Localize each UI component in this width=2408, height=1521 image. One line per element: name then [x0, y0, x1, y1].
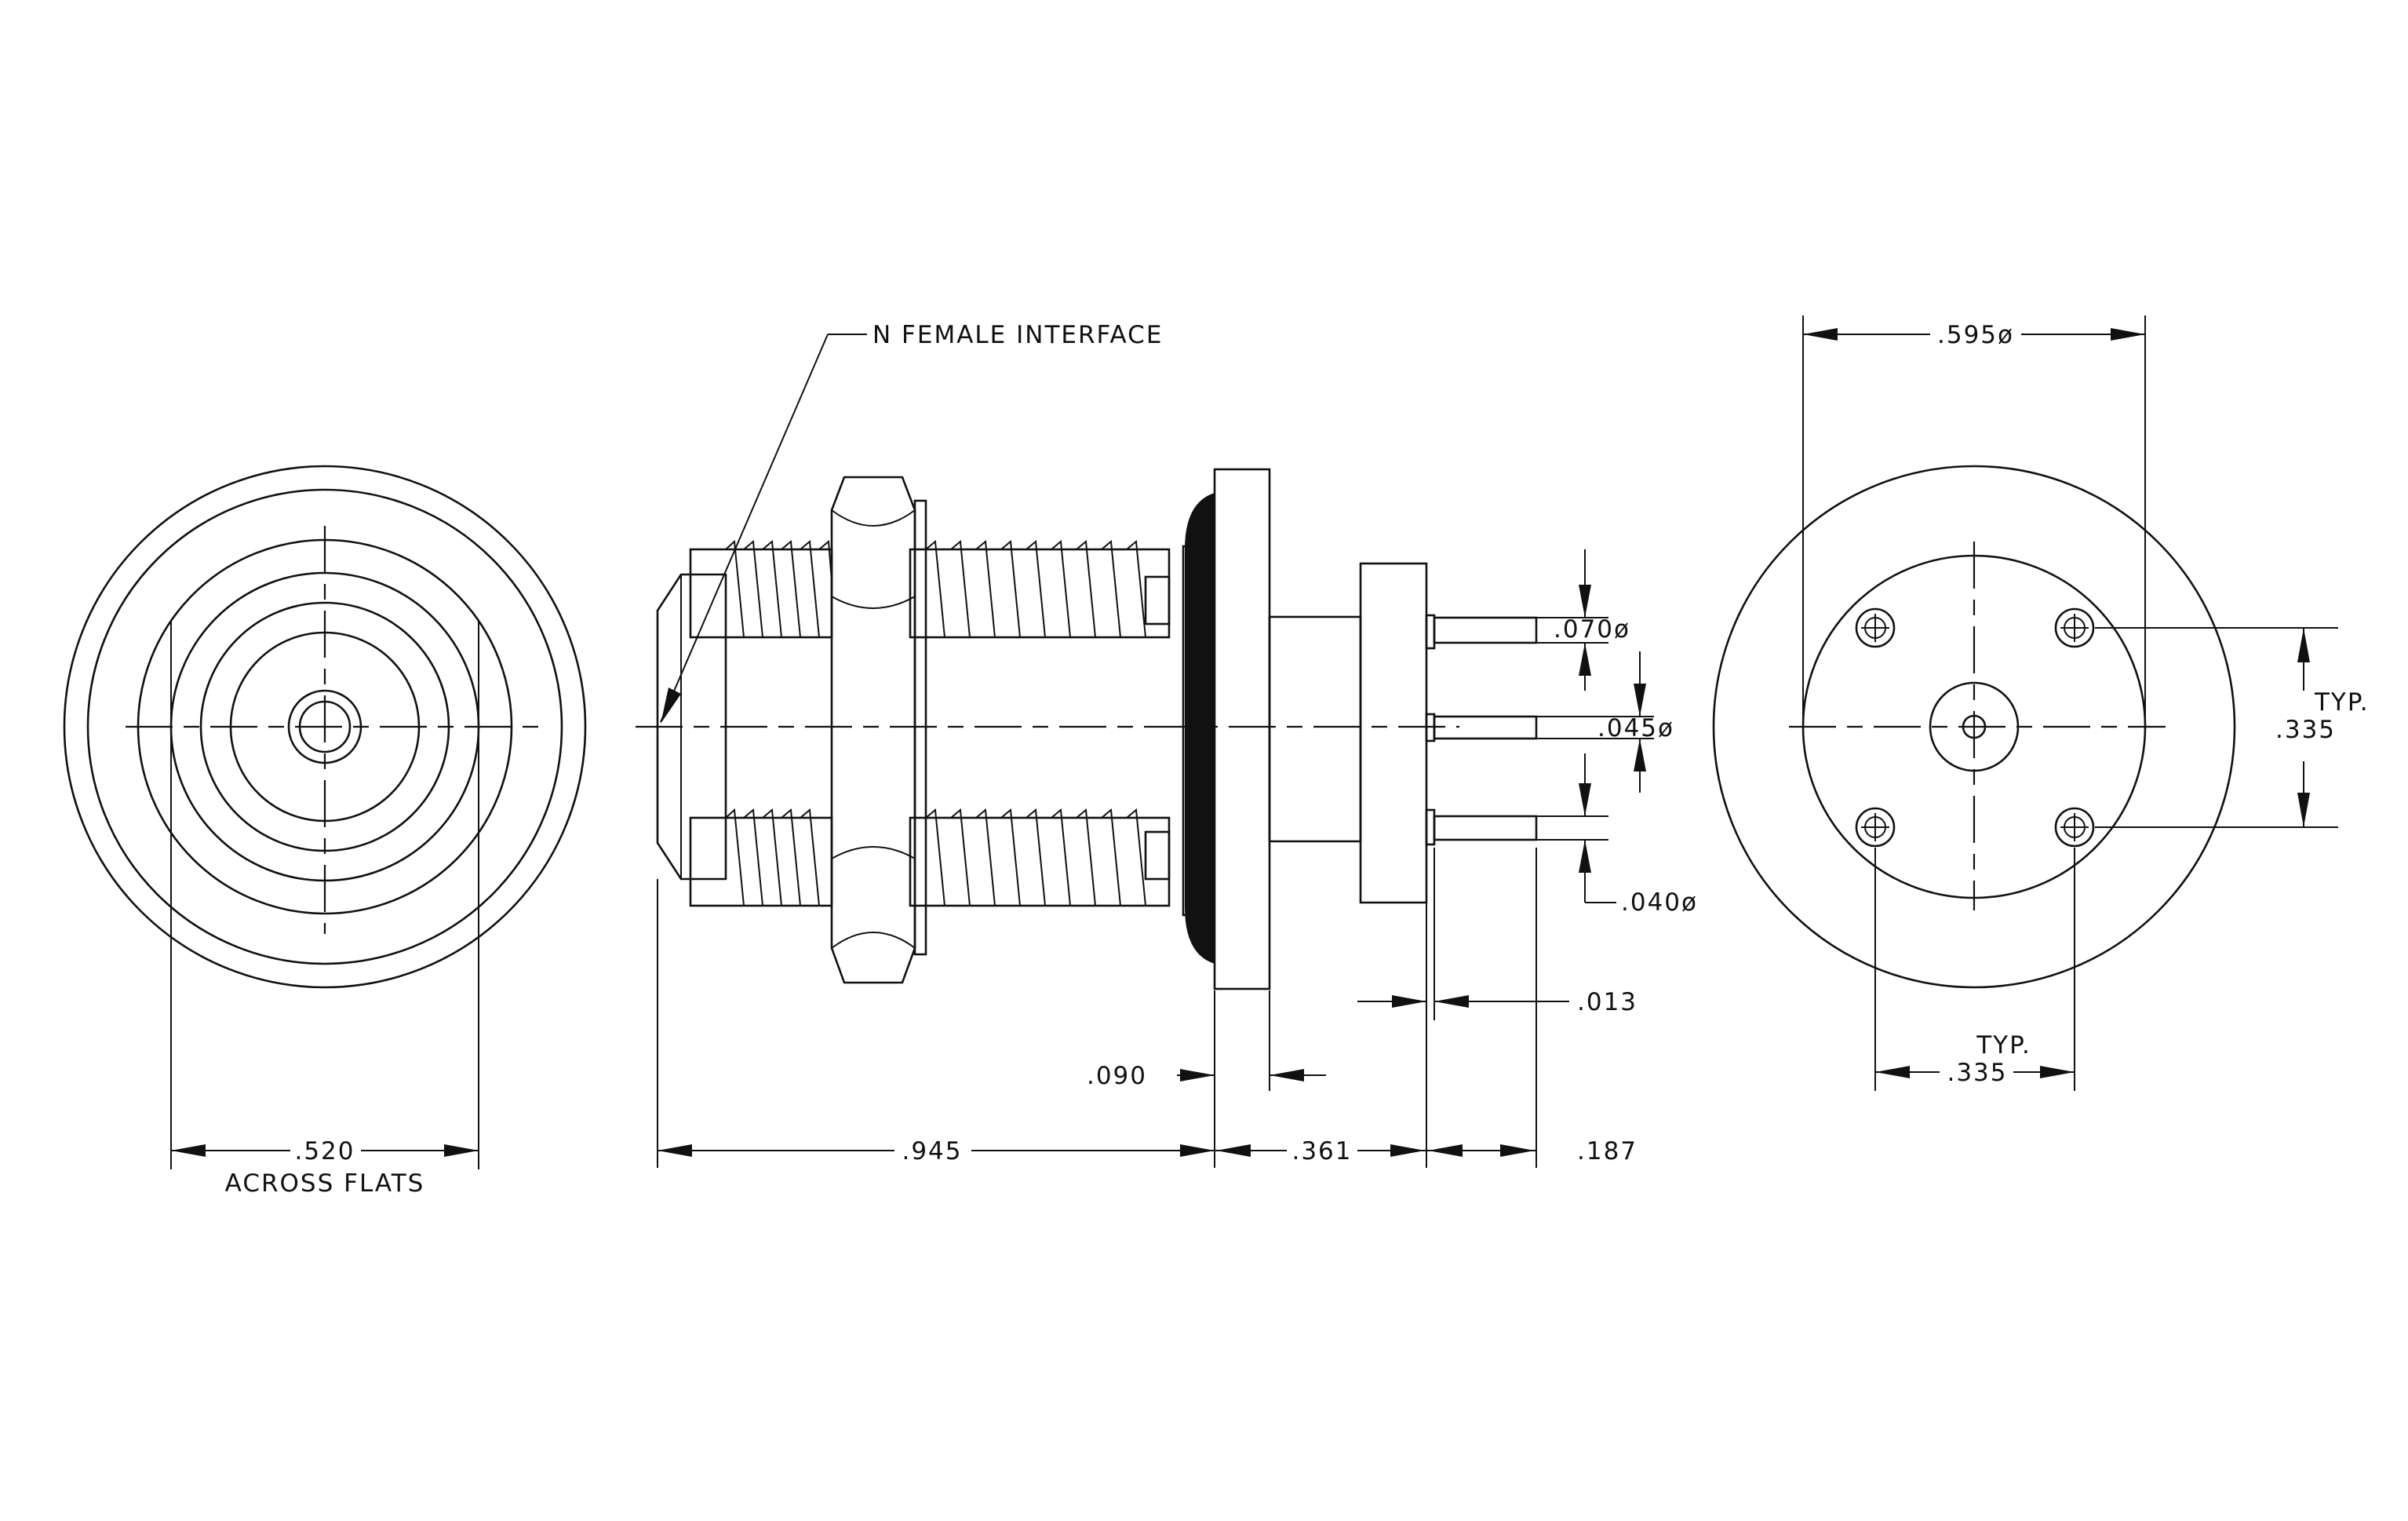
dim-flange-offset: .090 [1087, 1062, 1147, 1090]
dim-pin-standoff: .013 [1577, 988, 1638, 1016]
interface-callout: N FEMALE INTERFACE [872, 321, 1163, 349]
rear-view: .595ø TYP. .335 TYP. .335 [1712, 316, 2370, 1091]
mounting-hole [2054, 607, 2095, 648]
dim-flange-dia: .595ø [1937, 321, 2014, 349]
dim-pin-dia-top: .070ø [1554, 615, 1630, 644]
mounting-hole [1855, 607, 1896, 648]
dim-pattern-vertical-note: TYP. [2314, 688, 2370, 717]
mounting-hole [1855, 807, 1896, 848]
mounting-hole [2054, 807, 2095, 848]
dim-pattern-horizontal-note: TYP. [1976, 1031, 2031, 1060]
dim-pin-protrusion: .187 [1577, 1137, 1638, 1165]
dim-pin-dia-bottom: .040ø [1621, 888, 1698, 917]
dim-pin-dia-center: .045ø [1597, 714, 1674, 742]
dim-pattern-horizontal: .335 [1947, 1059, 2007, 1087]
front-view: .520 ACROSS FLATS [63, 465, 587, 1198]
dim-pattern-vertical: .335 [2275, 716, 2336, 744]
dim-overall-length: .945 [902, 1137, 962, 1165]
across-flats-value: .520 [294, 1137, 355, 1165]
side-view: N FEMALE INTERFACE .945 .361 .187 .090 [636, 321, 1698, 1168]
dim-body-length: .361 [1291, 1137, 1352, 1165]
across-flats-label: ACROSS FLATS [225, 1169, 425, 1198]
